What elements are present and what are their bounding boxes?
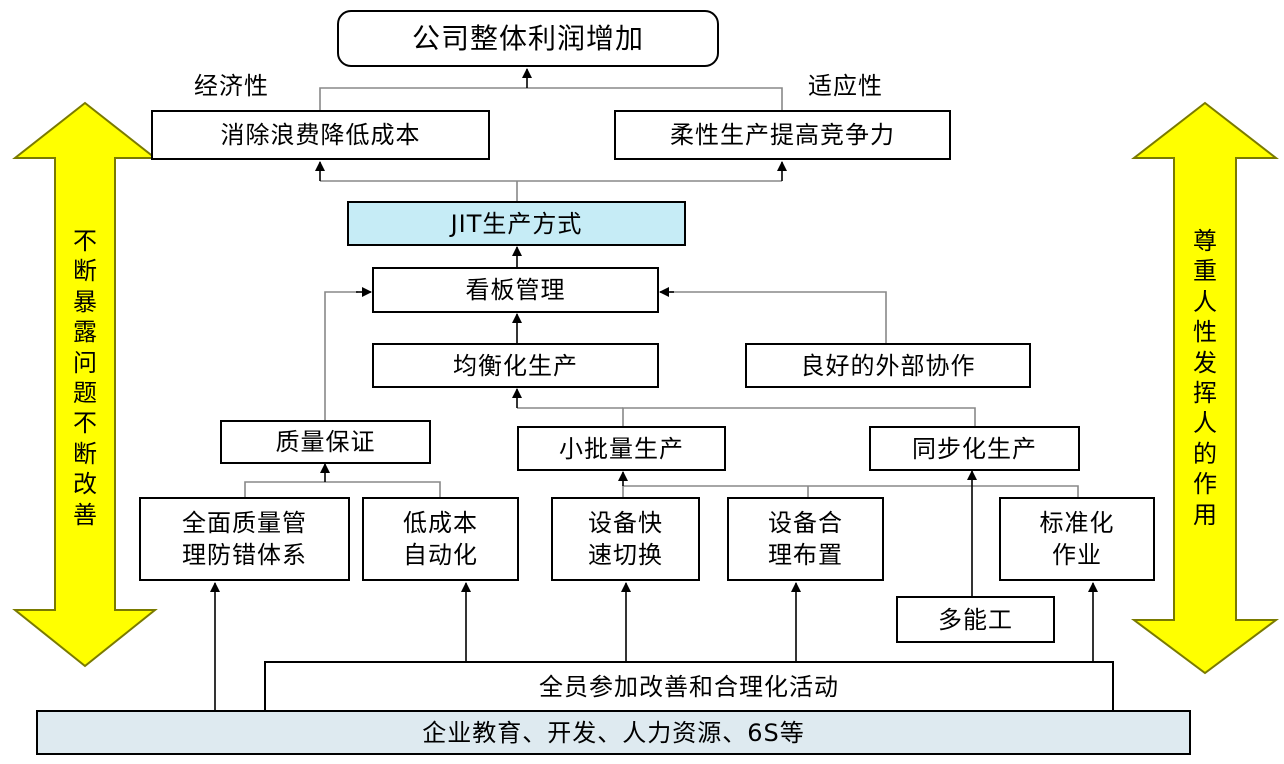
standard-work-text: 标准化 作业 [1039, 509, 1115, 569]
tqm-text: 全面质量管 理防错体系 [182, 509, 307, 569]
connector-external [670, 291, 887, 343]
kanban-text: 看板管理 [465, 276, 566, 304]
quick-changeover-box: 设备快 速切换 [551, 497, 700, 581]
connector-cost-goal [319, 87, 783, 110]
right-arrow-text: 尊重人性发挥人的作用 [1193, 227, 1217, 529]
multi-skill-text: 多能工 [938, 605, 1013, 634]
external-cooperation-text: 良好的外部协作 [800, 351, 976, 380]
connector-quality-bottom [244, 481, 441, 497]
base-box: 企业教育、开发、人力资源、6S等 [36, 710, 1191, 755]
quick-changeover-text: 设备快 速切换 [588, 509, 663, 569]
small-batch-box: 小批量生产 [517, 426, 726, 471]
base-text: 企业教育、开发、人力资源、6S等 [422, 718, 805, 747]
all-staff-box: 全员参加改善和合理化活动 [264, 661, 1114, 712]
balanced-production-box: 均衡化生产 [372, 343, 659, 388]
jit-text: JIT生产方式 [450, 209, 583, 238]
connector-small-batch [622, 485, 1079, 497]
quality-assurance-text: 质量保证 [275, 428, 376, 456]
equipment-layout-box: 设备合 理布置 [727, 497, 884, 581]
tqm-box: 全面质量管 理防错体系 [139, 497, 350, 581]
cost-reduction-text: 消除浪费降低成本 [220, 121, 421, 149]
balanced-production-text: 均衡化生产 [453, 351, 578, 380]
sync-production-box: 同步化生产 [869, 426, 1080, 471]
top-goal-text: 公司整体利润增加 [411, 21, 644, 55]
jit-box: JIT生产方式 [347, 201, 686, 246]
small-batch-text: 小批量生产 [559, 434, 684, 463]
left-arrow-text: 不断暴露问题不断改善 [73, 227, 97, 529]
multi-skill-box: 多能工 [896, 596, 1055, 643]
flexible-production-box: 柔性生产提高竞争力 [614, 110, 951, 160]
quality-assurance-box: 质量保证 [220, 420, 431, 464]
kanban-box: 看板管理 [372, 267, 659, 313]
connector-batch-sync [622, 407, 976, 426]
connector-quality [324, 291, 358, 420]
all-staff-text: 全员参加改善和合理化活动 [539, 672, 839, 701]
top-goal-box: 公司整体利润增加 [337, 10, 719, 67]
equipment-layout-text: 设备合 理布置 [768, 509, 843, 569]
label-economy: 经济性 [194, 72, 269, 100]
sync-production-text: 同步化生产 [912, 434, 1037, 463]
flexible-production-text: 柔性生产提高竞争力 [670, 121, 895, 149]
external-cooperation-box: 良好的外部协作 [745, 343, 1031, 388]
low-cost-automation-box: 低成本 自动化 [362, 497, 519, 581]
standard-work-box: 标准化 作业 [999, 497, 1155, 581]
label-adaptability: 适应性 [808, 72, 883, 100]
cost-reduction-box: 消除浪费降低成本 [151, 110, 490, 160]
low-cost-automation-text: 低成本 自动化 [403, 509, 478, 569]
